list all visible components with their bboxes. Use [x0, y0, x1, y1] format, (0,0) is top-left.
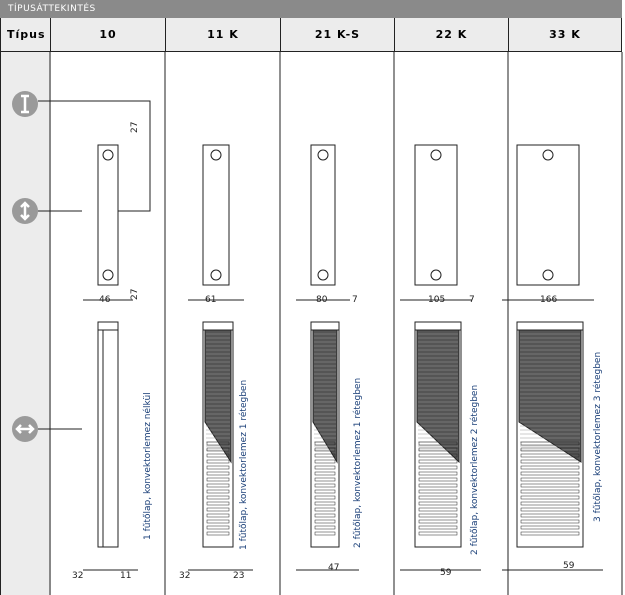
dim-bracket-11k: 23 [233, 571, 244, 581]
radiator-side-view [83, 144, 133, 301]
hub-distance-icon [12, 198, 38, 224]
dim-bottom-offset: 27 [130, 289, 140, 300]
dim-depth-10: 46 [99, 295, 111, 305]
caption-33k: 3 fűtőlap, konvektorlemez 3 rétegben [592, 352, 603, 522]
radiator-front-view [83, 321, 138, 571]
col-header-22k: 22 K [394, 18, 508, 52]
dim-bracket-10: 11 [120, 571, 131, 581]
dim-top-offset: 27 [130, 122, 140, 133]
depth-dimension-icon [12, 416, 38, 442]
col-header-21ks: 21 K-S [280, 18, 394, 52]
dim-gap-22k: 7 [469, 295, 475, 305]
section-title: TÍPUSÁTTEKINTÉS [0, 0, 622, 18]
dim-depth-21ks: 80 [316, 295, 328, 305]
caption-10: 1 fűtőlap, konvektorlemez nélkül [142, 392, 153, 540]
height-dimension-icon [12, 91, 38, 117]
caption-11k: 1 fűtőlap, konvektorlemez 1 rétegben [238, 380, 249, 550]
radiator-front-view [502, 321, 603, 571]
col-header-33k: 33 K [508, 18, 622, 52]
dim-depth-11k: 61 [205, 295, 216, 305]
type-header: Típus [0, 18, 50, 52]
dim-depth-33k: 166 [540, 295, 557, 305]
radiator-side-view [296, 144, 350, 301]
radiator-front-view [188, 321, 253, 571]
caption-22k: 2 fűtőlap, konvektorlemez 2 rétegben [469, 385, 480, 555]
dim-wall-11k: 32 [179, 571, 190, 581]
radiator-front-view [296, 321, 359, 571]
radiator-side-view [188, 144, 244, 301]
dim-bracket-33k: 59 [563, 561, 575, 571]
dim-gap-21ks: 7 [352, 295, 358, 305]
radiator-side-view [502, 144, 594, 301]
col-header-11k: 11 K [165, 18, 280, 52]
caption-21ks: 2 fűtőlap, konvektorlemez 1 rétegben [352, 378, 363, 548]
icon-column [0, 52, 51, 595]
dim-depth-22k: 105 [428, 295, 445, 305]
col-header-10: 10 [50, 18, 165, 52]
radiator-front-view [400, 321, 481, 571]
dim-bracket-22k: 59 [440, 568, 452, 578]
dim-bracket-21ks: 47 [328, 563, 339, 573]
radiator-side-view [400, 144, 472, 301]
dim-wall-10: 32 [72, 571, 83, 581]
